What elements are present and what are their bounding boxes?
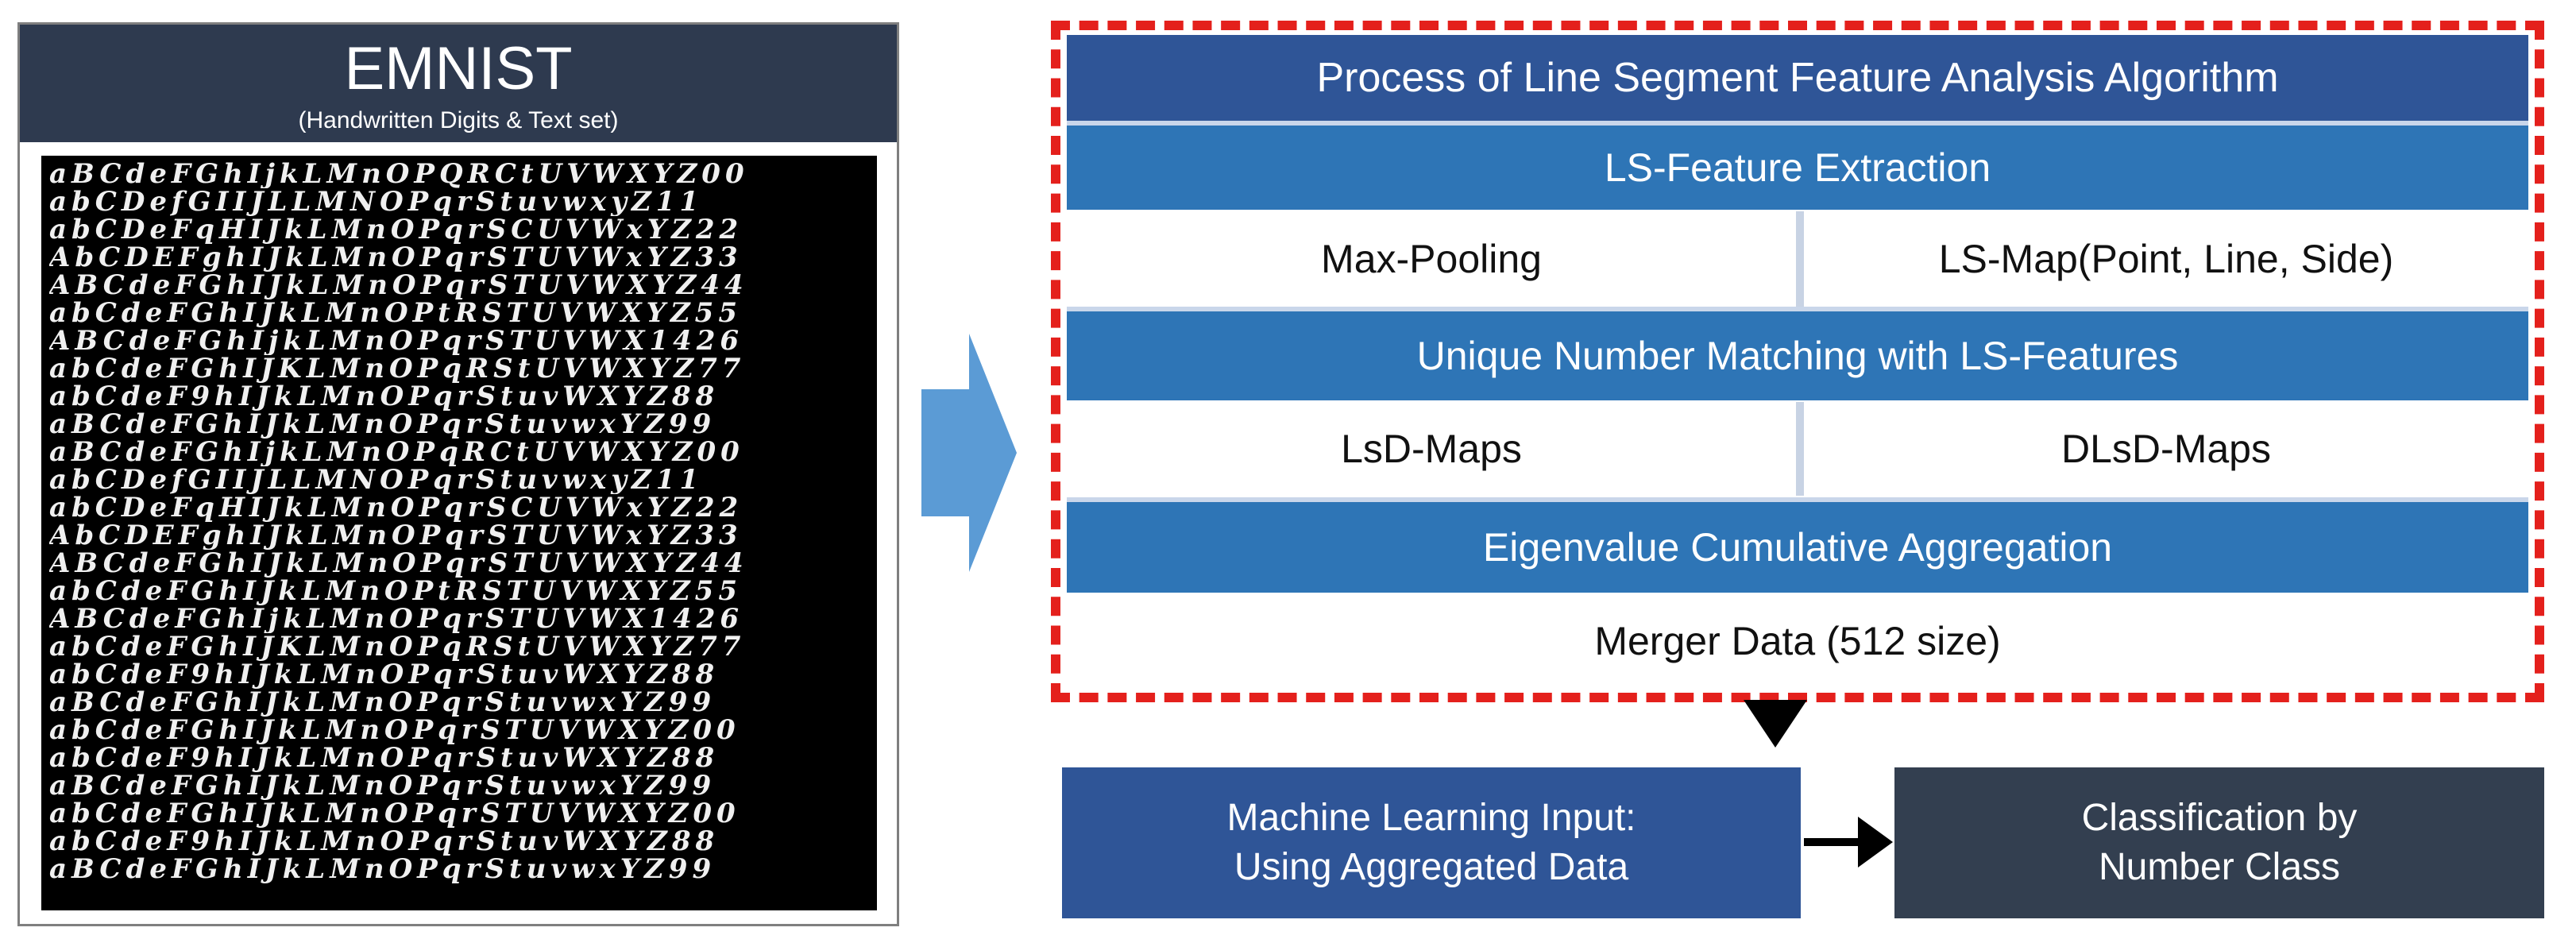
emnist-sample-row: AbCDEFghIJkLMnOPqrSTUVWxYZ33: [49, 244, 743, 272]
emnist-sample-row: ABCdeFGhIJkLMnOPqrSTUVWXYZ44: [49, 272, 748, 299]
emnist-sample-row: ABCdeFGhIjkLMnOPqrSTUVWX1426: [49, 605, 744, 633]
emnist-sample-row: aBCdeFGhIJkLMnOPqrStuvwxYZ99: [49, 856, 716, 883]
max-pooling-cell: Max-Pooling: [1067, 211, 1796, 307]
emnist-sample-row: aBCdeFGhIjkLMnOPQRCtUVWXYZ00: [49, 160, 749, 188]
emnist-sample-row: abCDeFqHIJkLMnOPqrSCUVWxYZ22: [49, 216, 743, 244]
emnist-sample-row: abCDefGIIJLLMNOPqrStuvwxyZ11: [49, 188, 704, 216]
unique-number-matching-bar: Unique Number Matching with LS-Features: [1067, 307, 2528, 400]
emnist-sample-row: abCdeFGhIJkLMnOPtRSTUVWXYZ55: [49, 299, 742, 327]
down-arrow-icon: [1744, 700, 1807, 748]
emnist-sample-row: ABCdeFGhIJkLMnOPqrSTUVWXYZ44: [49, 550, 748, 578]
emnist-sample-row: abCDefGIIJLLMNOPqrStuvwxyZ11: [49, 466, 704, 494]
emnist-sample-row: AbCDEFghIJkLMnOPqrSTUVWxYZ33: [49, 522, 743, 550]
classification-line2: Number Class: [2098, 846, 2341, 888]
dlsd-maps-cell: DLsD-Maps: [1804, 402, 2528, 496]
emnist-sample-row: abCdeF9hIJkLMnOPqrStuvWXYZ88: [49, 744, 720, 772]
right-arrow-icon: [1804, 817, 1893, 868]
emnist-title: EMNIST: [344, 35, 573, 102]
merger-data-cell: Merger Data (512 size): [1067, 594, 2528, 688]
emnist-sample-row: ABCdeFGhIjkLMnOPqrSTUVWX1426: [49, 327, 744, 355]
process-title: Process of Line Segment Feature Analysis…: [1067, 35, 2528, 121]
lsd-maps-cell: LsD-Maps: [1067, 402, 1796, 496]
emnist-sample-row: abCdeFGhIJkLMnOPqrSTUVWXYZ00: [49, 717, 740, 744]
emnist-sample-row: abCdeFGhIJkLMnOPtRSTUVWXYZ55: [49, 578, 742, 605]
emnist-sample-row: abCDeFqHIJkLMnOPqrSCUVWxYZ22: [49, 494, 743, 522]
emnist-sample-row: abCdeFGhIJKLMnOPqRStUVWXYZ77: [49, 355, 746, 383]
emnist-sample-row: aBCdeFGhIJkLMnOPqrStuvwxYZ99: [49, 411, 716, 439]
emnist-header: EMNIST (Handwritten Digits & Text set): [20, 25, 897, 142]
cell-divider: [1796, 211, 1804, 307]
emnist-sample-row: abCdeF9hIJkLMnOPqrStuvWXYZ88: [49, 828, 720, 856]
emnist-sample-row: abCdeF9hIJkLMnOPqrStuvWXYZ88: [49, 383, 720, 411]
ml-input-line1: Machine Learning Input:: [1226, 797, 1636, 839]
emnist-sample-row: abCdeFGhIJkLMnOPqrSTUVWXYZ00: [49, 800, 740, 828]
emnist-sample-row: aBCdeFGhIjkLMnOPqRCtUVWXYZ00: [49, 439, 744, 466]
ml-input-line2: Using Aggregated Data: [1234, 846, 1629, 888]
emnist-subtitle: (Handwritten Digits & Text set): [298, 107, 619, 133]
emnist-sample-row: abCdeF9hIJkLMnOPqrStuvWXYZ88: [49, 661, 720, 689]
ls-map-cell: LS-Map(Point, Line, Side): [1804, 211, 2528, 307]
ls-feature-extraction-bar: LS-Feature Extraction: [1067, 121, 2528, 210]
classification-box: Classification by Number Class: [1894, 767, 2544, 918]
flow-arrow-icon: [921, 334, 1017, 572]
classification-line1: Classification by: [2081, 797, 2358, 839]
eigenvalue-aggregation-bar: Eigenvalue Cumulative Aggregation: [1067, 497, 2528, 593]
emnist-sample-row: aBCdeFGhIJkLMnOPqrStuvwxYZ99: [49, 772, 716, 800]
process-frame: [1051, 21, 2544, 702]
emnist-sample-row: abCdeFGhIJKLMnOPqRStUVWXYZ77: [49, 633, 746, 661]
cell-divider: [1796, 402, 1804, 496]
emnist-sample-row: aBCdeFGhIJkLMnOPqrStuvwxYZ99: [49, 689, 716, 717]
ml-input-box: Machine Learning Input: Using Aggregated…: [1062, 767, 1801, 918]
